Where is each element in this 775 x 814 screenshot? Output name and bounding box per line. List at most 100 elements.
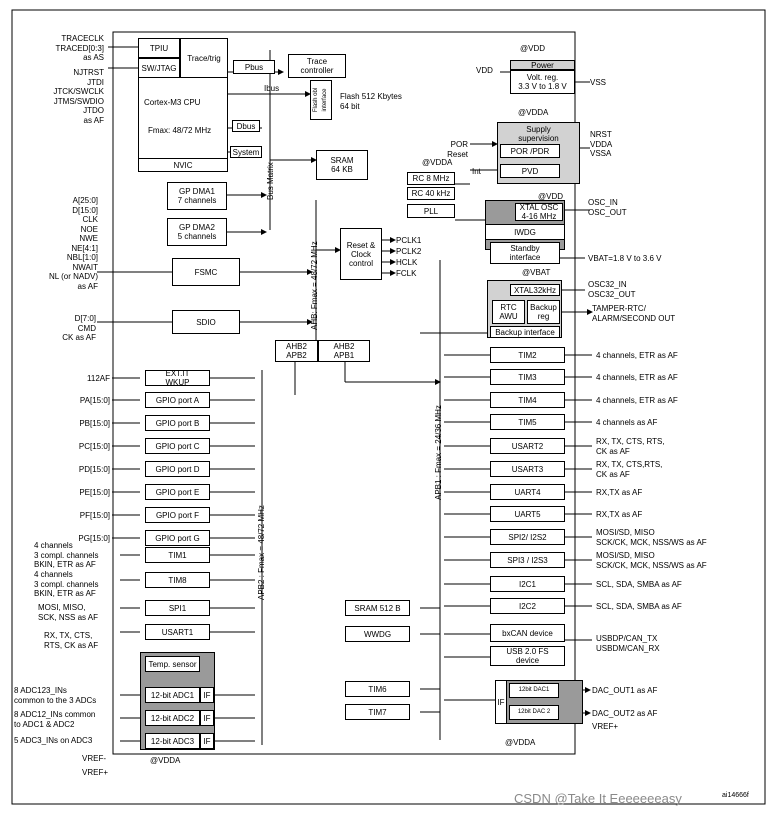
vref-plus-label: VREF+	[82, 768, 109, 777]
exti-block: EXT.IT WKUP	[145, 369, 210, 387]
gp-dma1-block: GP DMA1 7 channels	[167, 182, 227, 210]
dac2-block: 12bit DAC 2	[509, 705, 559, 720]
flash-interface: Flash obl interface	[310, 80, 332, 120]
por-pdr-block: POR /PDR	[500, 144, 560, 158]
jtag-pins-label: NJTRST JTDI JTCK/SWCLK JTMS/SWDIO JTDO a…	[53, 68, 104, 125]
gpio-port-b: GPIO port B	[145, 415, 210, 431]
usart3-block: USART3	[490, 461, 565, 477]
pvd-block: PVD	[500, 164, 560, 178]
adc3-block: 12-bit ADC3	[145, 733, 200, 749]
por-reset-label: POR Reset	[447, 140, 468, 159]
uart5-block: UART5	[490, 506, 565, 522]
dac-if: IF	[495, 680, 507, 724]
backup-interface: Backup interface	[490, 326, 560, 338]
backup-reg-block: Backup reg	[527, 300, 560, 324]
tim3-pins-label: 4 channels, ETR as AF	[596, 373, 678, 382]
cpu-fmax-label: Fmax: 48/72 MHz	[148, 126, 212, 135]
vdda-supply-label: @VDDA	[518, 108, 549, 117]
fclk-label: FCLK	[396, 269, 417, 278]
spi1-pins-label: MOSI, MISO, SCK, NSS as AF	[38, 603, 99, 622]
cpu-label: Cortex-M3 CPU	[144, 98, 201, 107]
tim1-block: TIM1	[145, 547, 210, 563]
ahb-bus-label: AHB: Fmax = 48/72 MHz	[310, 241, 319, 330]
iwdg-block: IWDG	[485, 224, 565, 240]
i2c1-pins-label: SCL, SDA, SMBA as AF	[596, 580, 682, 589]
usart1-block: USART1	[145, 624, 210, 640]
nvic-block: NVIC	[138, 158, 228, 172]
tim2-pins-label: 4 channels, ETR as AF	[596, 351, 678, 360]
tpiu-block: TPIU	[138, 38, 180, 58]
apb2-bus-label: APB2 : Fmax = 48/72 MHz	[257, 505, 266, 600]
figure-id: ai14666f	[722, 792, 749, 799]
vdda-adc-label: @VDDA	[150, 756, 181, 765]
sram-512b-block: SRAM 512 B	[345, 600, 410, 616]
temp-sensor: Temp. sensor	[145, 656, 200, 672]
i2c1-block: I2C1	[490, 576, 565, 592]
sram-block: SRAM 64 KB	[316, 150, 368, 180]
usb-can-pins-label: USBDP/CAN_TX USBDM/CAN_RX	[596, 634, 660, 653]
sdio-block: SDIO	[172, 310, 240, 334]
xtal-osc-block: XTAL OSC 4-16 MHz	[515, 203, 563, 221]
usart1-pins-label: RX, TX, CTS, RTS, CK as AF	[44, 631, 99, 650]
bxcan-block: bxCAN device	[490, 624, 565, 642]
vbat-range-label: VBAT=1.8 V to 3.6 V	[588, 254, 662, 263]
trace-trig-block: Trace/trig	[180, 38, 228, 78]
usart2-pins-label: RX, TX, CTS, RTS, CK as AF	[596, 437, 665, 456]
gpio-pins-label-c: PC[15:0]	[78, 442, 110, 451]
dac-vref-label: VREF+	[592, 722, 619, 731]
trace-pins-label: TRACECLK TRACED[0:3] as AS	[55, 34, 104, 62]
ahb2-apb2-bridge: AHB2 APB2	[275, 340, 318, 362]
system-bus-label: System	[230, 146, 262, 158]
gpio-pins-label-f: PF[15:0]	[79, 511, 110, 520]
gpio-pins-label-e: PE[15:0]	[79, 488, 110, 497]
gp-dma2-block: GP DMA2 5 channels	[167, 218, 227, 246]
int-label: Int	[472, 167, 481, 176]
vdd-pin-label: VDD	[476, 66, 493, 75]
tim6-block: TIM6	[345, 681, 410, 697]
uart4-pins-label: RX,TX as AF	[596, 488, 643, 497]
adc3-if: IF	[200, 733, 214, 749]
spi3-pins-label: MOSI/SD, MISO SCK/CK, MCK, NSS/WS as AF	[596, 551, 707, 570]
gpio-pins-label-d: PD[15:0]	[78, 465, 110, 474]
tim2-block: TIM2	[490, 347, 565, 363]
vdd-top-label: @VDD	[520, 44, 546, 53]
adc2-block: 12-bit ADC2	[145, 710, 200, 726]
ibus-label: Ibus	[264, 84, 280, 93]
sdio-pins-label: D[7:0] CMD CK as AF	[62, 314, 96, 342]
tim5-block: TIM5	[490, 414, 565, 430]
rc-8mhz-block: RC 8 MHz	[407, 172, 455, 185]
osc32-pins-label: OSC32_IN OSC32_OUT	[588, 280, 636, 299]
rtc-awu-block: RTC AWU	[492, 300, 525, 324]
vbat-label: @VBAT	[522, 268, 551, 277]
wwdg-block: WWDG	[345, 626, 410, 642]
reset-clock-control: Reset & Clock control	[340, 228, 382, 280]
uart4-block: UART4	[490, 484, 565, 500]
fsmc-pins-label: A[25:0] D[15:0] CLK NOE NWE NE[4:1] NBL[…	[48, 196, 98, 291]
tim8-pins-label: 4 channels 3 compl. channels BKIN, ETR a…	[34, 570, 99, 598]
standby-interface: Standby interface	[490, 242, 560, 264]
xtal32-block: XTAL32kHz	[510, 284, 560, 296]
gpio-port-f: GPIO port F	[145, 507, 210, 523]
adc1-pins-label: 8 ADC123_INs common to the 3 ADCs	[14, 686, 97, 705]
tim4-pins-label: 4 channels, ETR as AF	[596, 396, 678, 405]
spi2-pins-label: MOSI/SD, MISO SCK/CK, MCK, NSS/WS as AF	[596, 528, 707, 547]
pclk1-label: PCLK1	[396, 236, 422, 245]
usart3-pins-label: RX, TX, CTS,RTS, CK as AF	[596, 460, 663, 479]
i2c2-pins-label: SCL, SDA, SMBA as AF	[596, 602, 682, 611]
tamper-label: TAMPER-RTC/ ALARM/SECOND OUT	[592, 304, 676, 323]
flash-interface-label: Flash obl interface	[313, 87, 329, 113]
uart5-pins-label: RX,TX as AF	[596, 510, 643, 519]
trace-controller: Trace controller	[288, 54, 346, 78]
pll-block: PLL	[407, 204, 455, 218]
adc3-pins-label: 5 ADC3_INs on ADC3	[14, 736, 93, 745]
pclk2-label: PCLK2	[396, 247, 422, 256]
flash-memory: Flash 512 Kbytes 64 bit	[340, 92, 402, 111]
power-title: Power	[510, 60, 575, 70]
tim3-block: TIM3	[490, 369, 565, 385]
adc1-if: IF	[200, 687, 214, 703]
vdda-dac-label: @VDDA	[505, 738, 536, 747]
dac-out1-label: DAC_OUT1 as AF	[592, 686, 658, 695]
nrst-vdda-vssa-label: NRST VDDA VSSA	[590, 130, 613, 158]
dac1-block: 12bit DAC1	[509, 683, 559, 698]
